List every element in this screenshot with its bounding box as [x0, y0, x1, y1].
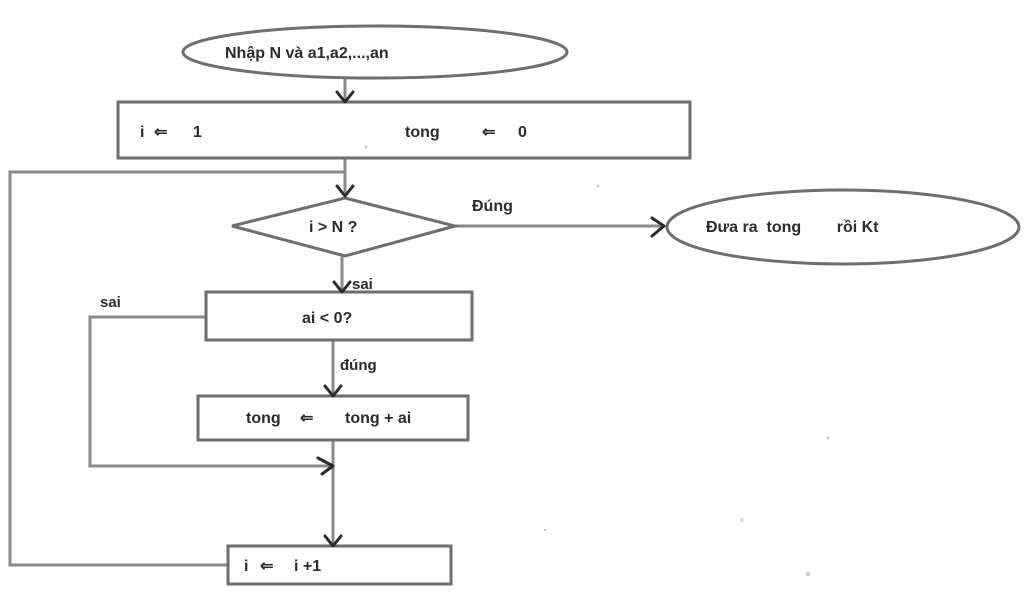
noise-speck — [806, 572, 810, 576]
scan-noise — [364, 145, 830, 576]
init-i-value: 1 — [193, 124, 202, 141]
cond-a-box — [204, 290, 474, 342]
arrowhead-end — [650, 216, 666, 238]
assign-arrow-icon: ⇐ — [260, 558, 273, 575]
inc-box — [226, 544, 453, 586]
cond-a-false-label: sai — [100, 294, 121, 311]
arrowhead-inc — [323, 534, 343, 548]
cond-i-label: i > N ? — [309, 219, 357, 236]
noise-speck — [596, 184, 600, 188]
inc-expr: i +1 — [294, 558, 321, 575]
arrowhead-cond-a — [332, 280, 352, 294]
cond-i-true-label: Đúng — [472, 198, 513, 215]
assign-arrow-icon: ⇐ — [154, 124, 167, 141]
noise-speck — [543, 528, 547, 532]
arrowhead-init — [335, 90, 355, 104]
arrowheads — [316, 90, 666, 548]
arrowhead-sum — [323, 384, 343, 398]
connectors — [8, 78, 664, 567]
cond-i-diamond — [231, 196, 461, 258]
sum-box — [196, 394, 470, 442]
init-tong-var: tong — [405, 124, 440, 141]
cond-a-true-label: đúng — [340, 357, 377, 374]
inc-var: i — [244, 558, 248, 575]
noise-speck — [364, 145, 368, 149]
sum-var: tong — [246, 410, 281, 427]
init-tong-value: 0 — [518, 124, 527, 141]
cond-i-false-label: sai — [352, 276, 373, 293]
end-label: Đưa ra tong rồi Kt — [706, 219, 879, 236]
noise-speck — [740, 518, 744, 522]
sum-expr: tong + ai — [345, 410, 411, 427]
arrowhead-merge — [316, 456, 335, 476]
arrowhead-cond-i — [335, 184, 355, 198]
cond-a-label: ai < 0? — [302, 310, 352, 327]
noise-speck — [826, 436, 830, 440]
connector-cond-a-false-path — [88, 315, 333, 468]
assign-arrow-icon: ⇐ — [300, 410, 313, 427]
connector-loop-back — [8, 170, 345, 567]
assign-arrow-icon: ⇐ — [482, 124, 495, 141]
start-label: Nhập N và a1,a2,...,an — [225, 45, 389, 62]
init-box — [116, 100, 692, 160]
init-i-var: i — [140, 124, 144, 141]
end-oval — [665, 188, 1021, 266]
start-oval — [181, 24, 569, 80]
